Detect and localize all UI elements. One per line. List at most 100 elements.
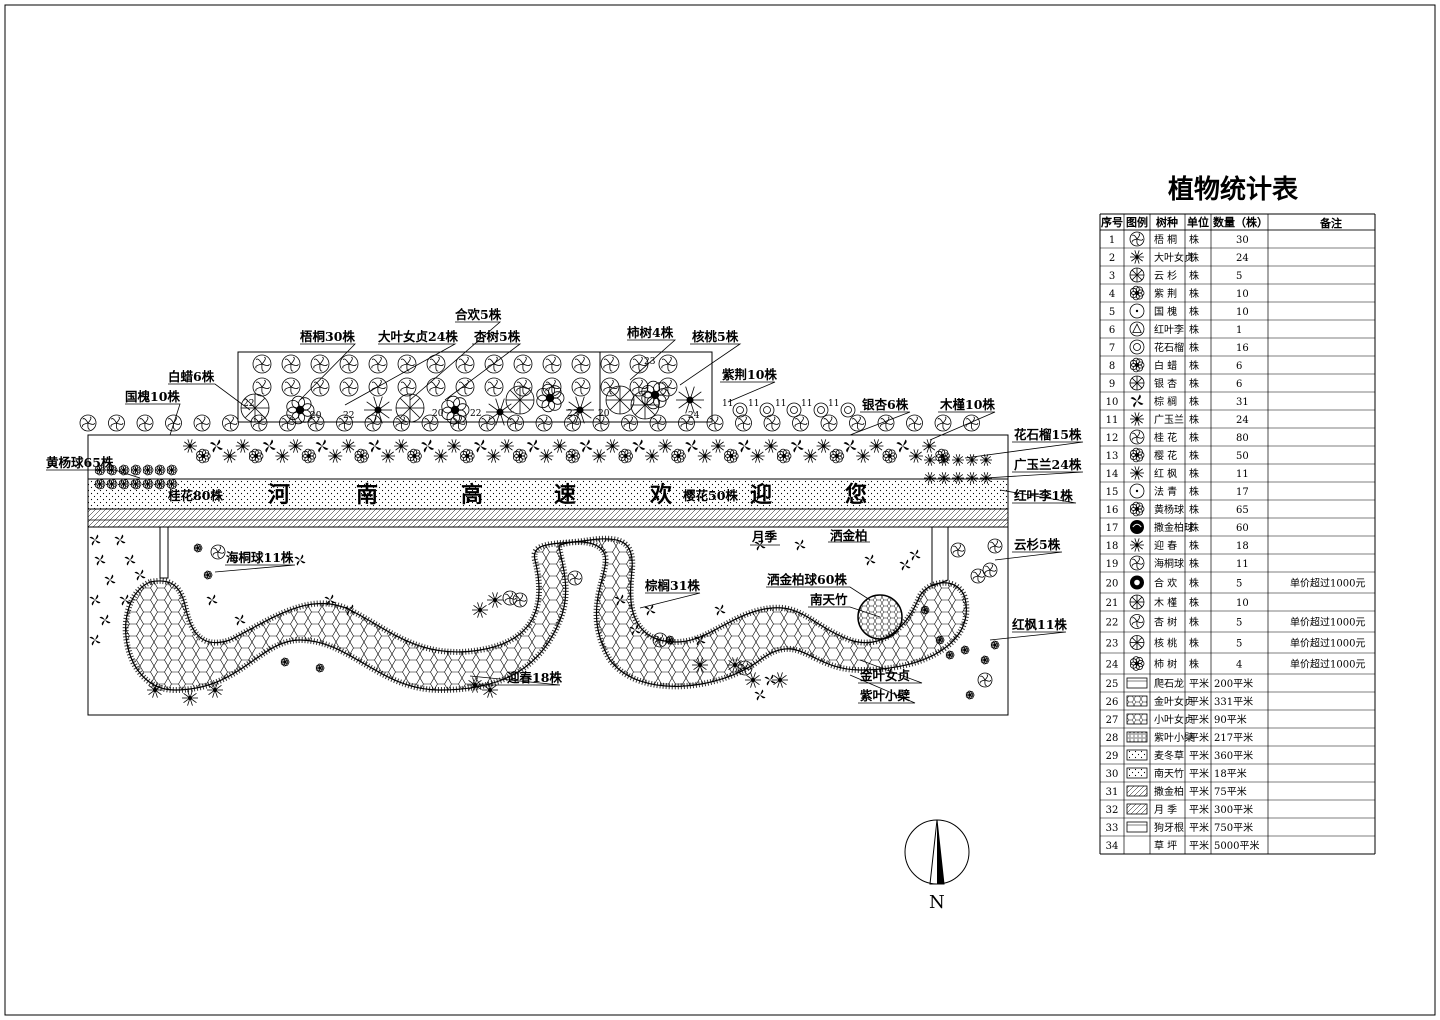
tree-symbol <box>840 402 856 418</box>
legend-symbol <box>1126 713 1148 725</box>
legend-symbol <box>1130 250 1144 264</box>
cell-species: 国 槐 <box>1154 305 1177 318</box>
cell-no: 20 <box>1106 579 1119 590</box>
hedge-shrub <box>922 439 937 453</box>
legend-symbol <box>1126 821 1148 833</box>
cell-unit: 株 <box>1189 449 1199 462</box>
cell-qty: 30 <box>1236 235 1249 246</box>
cell-no: 25 <box>1106 679 1119 690</box>
cell-qty: 5000平米 <box>1214 839 1259 852</box>
cell-unit: 平米 <box>1189 695 1209 708</box>
hedge-shrub <box>307 414 325 432</box>
hedge-shrub <box>790 439 804 453</box>
garden-tree <box>210 544 226 560</box>
tree-symbol <box>426 354 446 374</box>
hedge-shrub <box>136 414 154 432</box>
tree-number: 20 <box>310 411 322 421</box>
cell-no: 28 <box>1106 733 1119 744</box>
cell-unit: 株 <box>1189 521 1199 534</box>
cell-species: 草 坪 <box>1154 839 1177 852</box>
hedge-shrub <box>222 414 239 432</box>
palm-shrub <box>134 569 146 581</box>
cell-qty: 5 <box>1236 579 1242 590</box>
cell-unit: 株 <box>1189 323 1199 336</box>
cell-qty: 750平米 <box>1214 821 1253 834</box>
cell-species: 梧 桐 <box>1154 233 1177 246</box>
label-guohuai: 国槐10株 <box>125 389 180 404</box>
hedge-shrub <box>535 414 553 432</box>
palm-shrub <box>104 574 116 586</box>
banner-char: 速 <box>554 482 576 508</box>
cell-qty: 11 <box>1236 469 1249 480</box>
tree-symbol <box>484 377 504 397</box>
label-hongfeng: 红枫11株 <box>1012 617 1067 632</box>
tree-symbol <box>252 377 272 397</box>
hedge-shrub <box>724 448 739 464</box>
tree-symbol <box>397 377 417 397</box>
cell-species: 木 槿 <box>1154 596 1177 609</box>
hedge-shrub <box>315 439 329 453</box>
label-yingchun: 迎春18株 <box>507 670 562 685</box>
cell-no: 16 <box>1106 505 1119 516</box>
cell-species: 紫 荆 <box>1154 287 1177 300</box>
cell-species: 桂 花 <box>1154 431 1177 444</box>
legend-symbol <box>1126 803 1148 815</box>
cell-species: 爬石龙 <box>1154 677 1184 690</box>
sheet-border <box>4 4 1436 1016</box>
tree-symbol <box>658 354 678 374</box>
tree-symbol <box>571 354 591 374</box>
cell-species: 小叶女贞 <box>1154 713 1194 726</box>
hedge-shrub <box>829 448 845 464</box>
tree-symbol <box>571 377 591 397</box>
palm-shrub <box>794 539 806 551</box>
tree-number: 11 <box>722 399 733 409</box>
palm-shrub <box>899 559 911 571</box>
banner-char: 高 <box>461 482 483 508</box>
tree-symbol <box>813 402 829 418</box>
garden-tree <box>977 672 993 688</box>
cell-unit: 平米 <box>1189 677 1209 690</box>
cell-unit: 株 <box>1189 577 1199 590</box>
garden-tree <box>502 590 518 606</box>
banner-characters: 河 南 高 速 欢 迎 您 <box>268 482 867 508</box>
palm-shrub <box>714 604 726 616</box>
cell-unit: 株 <box>1189 616 1199 629</box>
cell-species: 云 杉 <box>1154 269 1177 282</box>
plant-labels: 合欢5株 梧桐30株 大叶女贞24株 杏树5株 柿树4株 核桃5株 白蜡6株 紫… <box>46 307 1082 703</box>
legend-symbol <box>1129 501 1145 517</box>
label-guihua: 桂花80株 <box>167 488 223 503</box>
cell-unit: 平米 <box>1189 839 1209 852</box>
legend-symbol <box>1126 785 1148 797</box>
hedge-shrub <box>896 439 910 453</box>
cell-unit: 株 <box>1189 341 1199 354</box>
cell-species: 南天竹 <box>1154 767 1184 780</box>
cell-unit: 株 <box>1189 658 1199 671</box>
cell-unit: 平米 <box>1189 731 1209 744</box>
palm-shrub <box>119 594 131 606</box>
header-legend: 图例 <box>1126 215 1148 229</box>
tree-symbol <box>252 354 272 374</box>
cell-qty: 360平米 <box>1214 749 1253 762</box>
tree-symbol <box>786 402 802 418</box>
banner-char: 迎 <box>750 482 772 508</box>
hedge-shrub <box>763 439 778 453</box>
palm-shrub <box>764 674 776 686</box>
hedge-shrub <box>649 414 667 432</box>
tree-symbol <box>310 354 330 374</box>
tree-symbol <box>513 377 533 397</box>
large-tree-symbol <box>441 395 470 425</box>
winter-jasmine <box>467 677 483 693</box>
tree-number: 22 <box>470 409 481 419</box>
hedge-shrub <box>421 439 435 453</box>
